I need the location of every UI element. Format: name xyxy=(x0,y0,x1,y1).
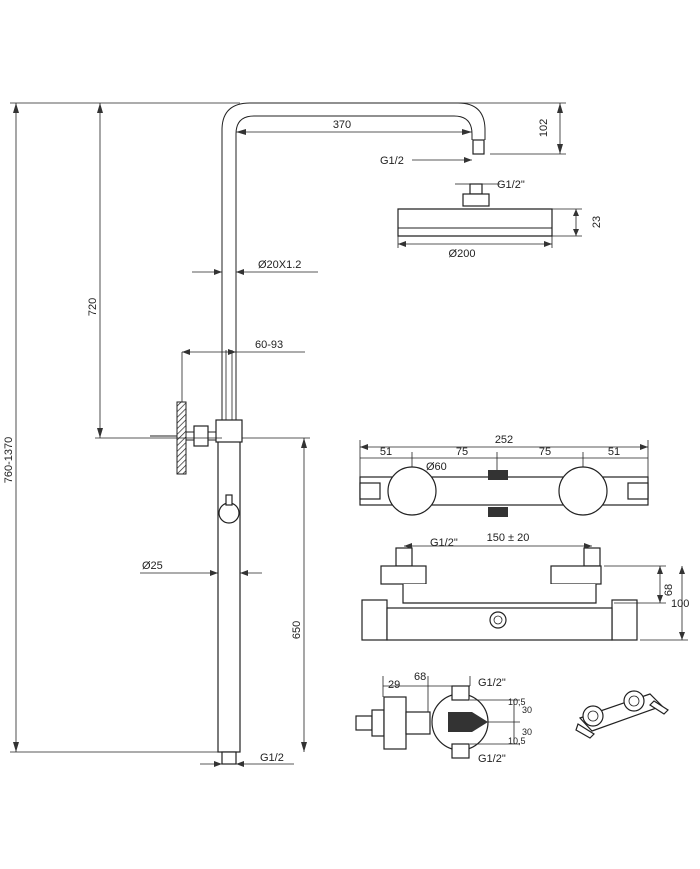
label-arm-outlet-thread: G1/2 xyxy=(380,155,404,167)
label-pipe-lower: Ø25 xyxy=(142,560,163,572)
label-height-outer: 100 xyxy=(671,598,689,610)
label-offset-small: 29 xyxy=(388,679,400,691)
label-v-lower-a: 30 xyxy=(522,727,532,737)
label-upper-height: 720 xyxy=(87,298,99,316)
label-v-lower-b: 10,5 xyxy=(508,736,526,746)
label-arm-length: 370 xyxy=(333,119,351,131)
label-seg-left: 51 xyxy=(380,446,392,458)
label-seg-right: 51 xyxy=(608,446,620,458)
label-height-inner: 68 xyxy=(663,584,675,596)
label-bracket-range: 60-93 xyxy=(255,339,283,351)
mixer-side-view xyxy=(355,676,520,759)
label-lower-height: 650 xyxy=(291,621,303,639)
label-head-diameter: Ø200 xyxy=(449,248,476,260)
mixer-front-view xyxy=(361,543,688,641)
shower-head xyxy=(397,183,553,237)
shower-column xyxy=(215,102,486,765)
label-head-inlet-thread: G1/2" xyxy=(497,179,525,191)
label-overall-width: 252 xyxy=(495,434,513,446)
mixer-top-view xyxy=(359,440,649,517)
label-total-height: 760-1370 xyxy=(3,437,15,484)
label-pipe-upper: Ø20X1.2 xyxy=(258,259,301,271)
label-v-upper-a: 10,5 xyxy=(508,697,526,707)
label-arm-drop: 102 xyxy=(538,119,550,137)
label-knob-diameter: Ø60 xyxy=(426,461,447,473)
label-centers: 150 ± 20 xyxy=(487,532,530,544)
label-v-upper-b: 30 xyxy=(522,705,532,715)
label-front-inlet-thread: G1/2" xyxy=(430,537,458,549)
column-dimensions xyxy=(10,102,582,767)
label-seg-mid-right: 75 xyxy=(539,446,551,458)
label-head-thickness: 23 xyxy=(591,216,603,228)
label-upper-thread: G1/2" xyxy=(478,677,506,689)
label-lower-thread: G1/2" xyxy=(478,753,506,765)
label-offset-large: 68 xyxy=(414,671,426,683)
label-seg-mid-left: 75 xyxy=(456,446,468,458)
label-bottom-thread: G1/2 xyxy=(260,752,284,764)
mixer-iso-view xyxy=(575,690,669,739)
